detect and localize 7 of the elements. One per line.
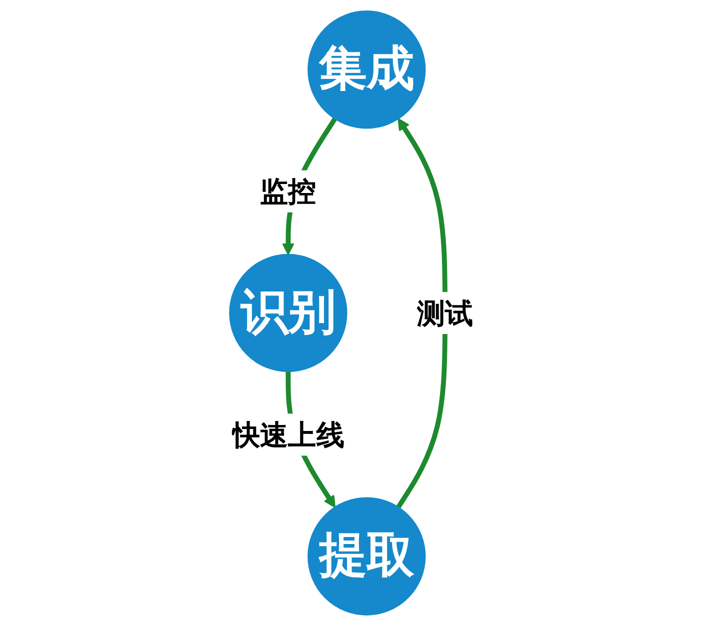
node-circle: 识别 — [229, 254, 348, 372]
edge-label: 快速上线 — [232, 418, 344, 452]
arrow — [396, 118, 448, 509]
node-circle: 提取 — [308, 497, 426, 616]
edge-label: 监控 — [260, 174, 316, 208]
node-circle: 集成 — [308, 10, 426, 129]
edge-label: 测试 — [416, 296, 474, 330]
